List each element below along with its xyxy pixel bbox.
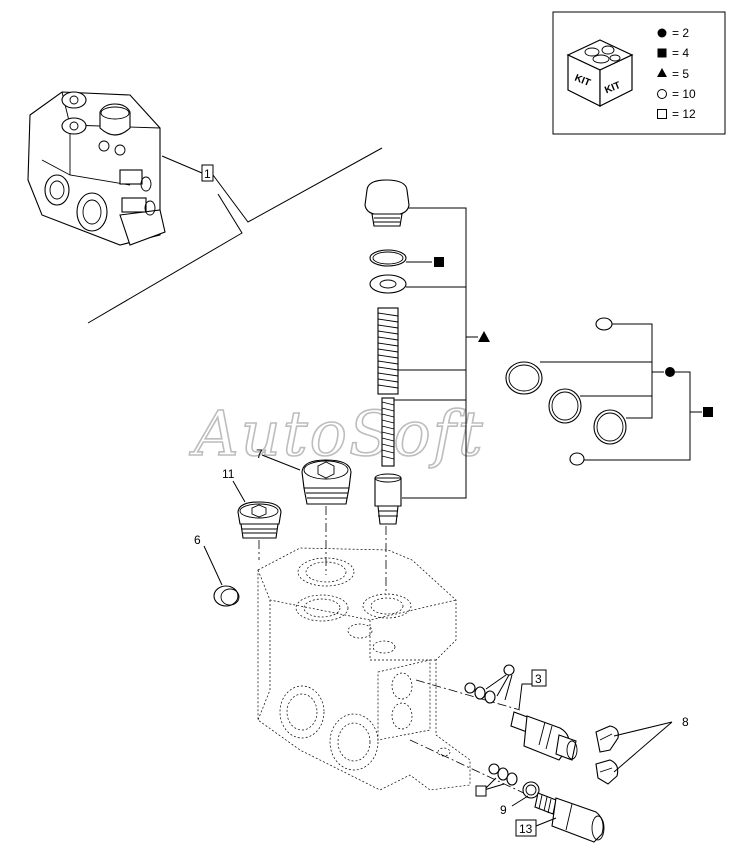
callout-6-label: 6 [194, 533, 201, 547]
filled-square-icon [434, 257, 444, 267]
callout-13-label: 13 [519, 822, 533, 836]
legend-label-open-square: = 12 [672, 107, 696, 121]
cartridge-13: 13 [515, 792, 605, 843]
legend-label-filled-triangle: = 5 [672, 67, 689, 81]
open-circle-icon [657, 89, 667, 99]
filled-square-icon [657, 48, 667, 58]
small-spring [381, 397, 395, 467]
filled-triangle-icon [478, 331, 490, 342]
callout-11-label: 11 [222, 467, 235, 481]
callout-3-label: 3 [535, 672, 542, 686]
cartridge-13-seals: 9 [475, 763, 540, 817]
kit-legend-list: = 2 = 4 = 5 = 10 = 12 [657, 26, 696, 121]
valve-overview-drawing [27, 91, 166, 246]
large-spring [377, 307, 399, 395]
callout-9-label: 9 [500, 803, 507, 817]
legend-label-filled-square: = 4 [672, 46, 689, 60]
seal-kit-group [505, 317, 713, 466]
callout-8-label: 8 [682, 715, 689, 729]
legend-label-filled-circle: = 2 [672, 26, 689, 40]
kit-legend-box: KIT KIT = 2 = 4 = 5 = 10 = 12 [552, 11, 726, 135]
watermark-text: AutoSoft [189, 397, 485, 470]
poppet [374, 473, 402, 525]
cartridge-3: 3 [510, 669, 578, 761]
filled-circle-icon [665, 367, 675, 377]
open-square-icon [657, 109, 667, 119]
clips-8: 8 [595, 715, 689, 785]
filled-circle-icon [657, 28, 667, 38]
relief-valve-stack [364, 179, 410, 525]
legend-label-open-circle: = 10 [672, 87, 696, 101]
bracket-triangle-group [394, 207, 490, 499]
filled-triangle-icon [657, 68, 667, 77]
callout-1: 1 [87, 147, 383, 324]
plug-7: 7 [256, 447, 352, 505]
washer [369, 274, 407, 294]
cartridge-3-seals [464, 664, 515, 704]
callout-1-label: 1 [204, 167, 211, 181]
plug-6: 6 [194, 533, 240, 607]
valve-body-section [257, 547, 471, 791]
centre-lines [258, 506, 529, 796]
o-ring [369, 249, 407, 267]
kit-box-icon: KIT KIT [566, 39, 634, 107]
callout-7-label: 7 [256, 447, 263, 461]
plug-11: 11 [222, 467, 282, 539]
filled-square-icon [703, 407, 713, 417]
